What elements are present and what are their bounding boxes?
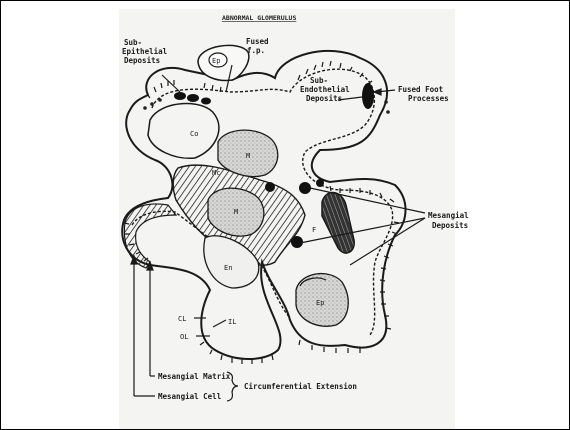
label-sub-epithelial-line2: Epithelial xyxy=(122,47,167,56)
mesangial-deposit xyxy=(316,179,324,187)
mesangial-deposit xyxy=(299,182,311,194)
label-sub-endothelial-line3: Deposits xyxy=(306,94,342,103)
mesangial-extension xyxy=(124,204,176,268)
label-mc: Mc xyxy=(212,169,220,177)
label-mesangial-deposits-line1: Mesangial xyxy=(428,211,469,220)
sub-epithelial-deposit xyxy=(187,94,199,102)
label-fused-fp-line2: f.p. xyxy=(247,46,265,55)
label-circumferential-extension: Circumferential Extension xyxy=(244,382,357,391)
label-mesangial-cell: Mesangial Cell xyxy=(158,392,221,401)
sub-endothelial-deposit xyxy=(362,83,374,109)
membrane-dots xyxy=(143,98,390,114)
label-co: Co xyxy=(190,130,198,138)
label-fused-foot-line2: Processes xyxy=(408,94,449,103)
label-mesangial-deposits-line2: Deposits xyxy=(432,221,468,230)
label-sub-endothelial-line2: Endothelial xyxy=(300,85,350,94)
capillary-loop-co xyxy=(148,104,219,159)
label-sub-epithelial-line3: Deposits xyxy=(124,56,160,65)
label-cl: CL xyxy=(178,315,186,323)
mesangial-deposit xyxy=(265,182,275,192)
sub-epithelial-deposit xyxy=(201,98,211,105)
label-fused-fp-line1: Fused xyxy=(246,37,269,46)
label-il: IL xyxy=(228,318,236,326)
label-fused-foot-line1: Fused Foot xyxy=(398,85,443,94)
dark-organelle xyxy=(322,193,354,254)
figure-title: ABNORMAL GLOMERULUS xyxy=(222,14,296,22)
label-ep-bottom: Ep xyxy=(316,299,324,307)
mesangial-deposit xyxy=(291,236,303,248)
label-ep-top: Ep xyxy=(212,57,220,65)
sub-epithelial-deposit xyxy=(174,92,186,100)
label-sub-endothelial-line1: Sub- xyxy=(310,76,328,85)
label-ol: OL xyxy=(180,333,188,341)
label-en: En xyxy=(224,264,232,272)
label-f: F xyxy=(312,226,316,234)
label-mesangial-matrix: Mesangial Matrix xyxy=(158,372,231,381)
label-m2: M xyxy=(234,208,238,216)
label-m1: M xyxy=(246,152,250,160)
label-sub-epithelial-line1: Sub- xyxy=(124,38,142,47)
